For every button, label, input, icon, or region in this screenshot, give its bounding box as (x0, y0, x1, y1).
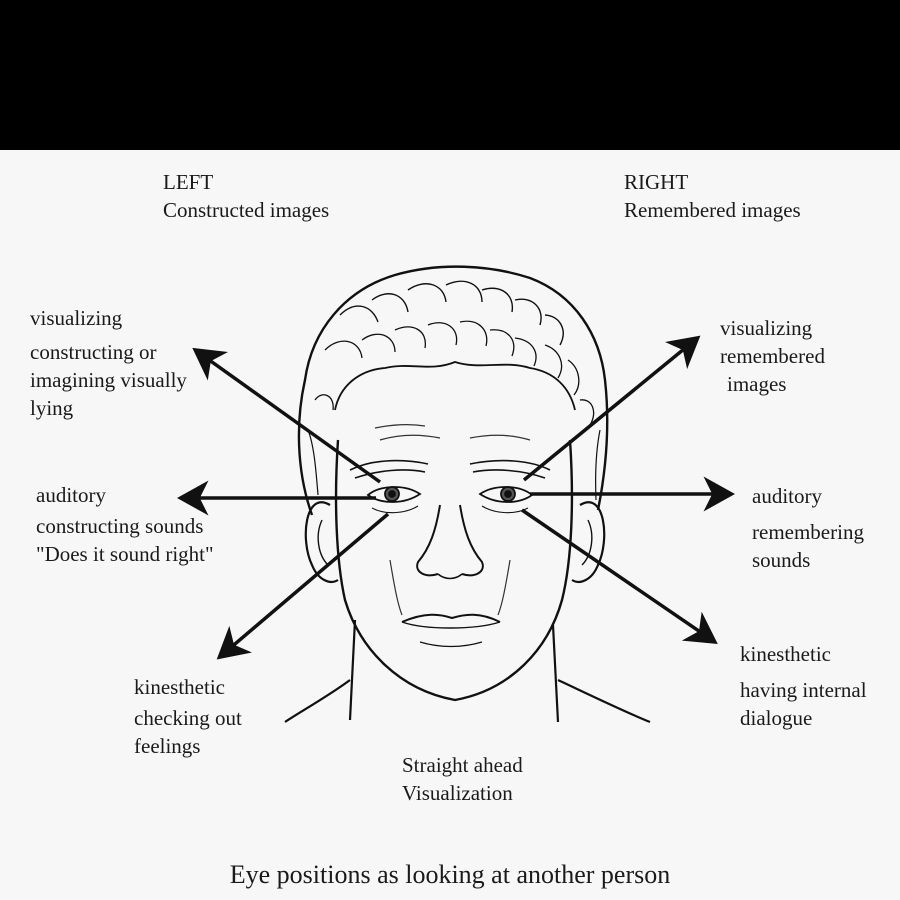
arrow-left-down (216, 512, 390, 660)
arrow-left-up (192, 347, 382, 484)
neck-shoulders (284, 619, 651, 724)
forehead-lines (374, 424, 531, 441)
label-line: auditory (752, 484, 822, 508)
label-line: feelings (134, 734, 201, 758)
label-line: constructing sounds (36, 514, 204, 538)
header-left-title: LEFT (163, 170, 214, 194)
header-left: LEFT Constructed images (163, 168, 329, 224)
left-kinesthetic-label: kinesthetic (134, 673, 225, 701)
label-line: remembering (752, 520, 864, 544)
label-line: sounds (752, 548, 811, 572)
label-line: Visualization (402, 781, 513, 805)
arrow-right-down (521, 508, 718, 644)
label-line: remembered (720, 344, 825, 368)
label-line: Straight ahead (402, 753, 523, 777)
label-line: images (727, 372, 787, 396)
mouth (401, 613, 501, 648)
label-line: kinesthetic (740, 642, 831, 666)
left-kinesthetic-desc: checking out feelings (134, 704, 242, 760)
arrow-right-up (522, 335, 701, 482)
cheek-lines (389, 559, 511, 616)
label-line: lying (30, 396, 74, 420)
right-kinesthetic-label: kinesthetic (740, 640, 831, 668)
right-kinesthetic-desc: having internal dialogue (740, 676, 867, 732)
nose (416, 504, 484, 580)
eyebrows (349, 459, 551, 479)
ears (304, 501, 606, 583)
label-line: having internal (740, 678, 867, 702)
right-auditory-desc: remembering sounds (752, 518, 864, 574)
center-label: Straight ahead Visualization (402, 751, 523, 807)
left-auditory-desc: constructing sounds "Does it sound right… (36, 512, 214, 568)
header-right: RIGHT Remembered images (624, 168, 801, 224)
label-line: checking out (134, 706, 242, 730)
right-eye (478, 486, 534, 514)
right-auditory-label: auditory (752, 482, 822, 510)
arrows (177, 335, 735, 660)
header-right-title: RIGHT (624, 170, 689, 194)
left-eye (366, 486, 422, 514)
label-line: kinesthetic (134, 675, 225, 699)
label-line: "Does it sound right" (36, 542, 214, 566)
face-outline (334, 439, 574, 702)
label-line: dialogue (740, 706, 813, 730)
header-left-subtitle: Constructed images (163, 198, 330, 222)
black-top-bar (0, 0, 900, 150)
left-auditory-label: auditory (36, 481, 106, 509)
label-line: visualizing (30, 306, 123, 330)
right-visual-label: visualizing remembered images (720, 314, 825, 398)
label-line: visualizing (720, 316, 813, 340)
label-line: constructing or (30, 340, 157, 364)
hair (297, 265, 609, 516)
left-visual-label: visualizing (30, 304, 122, 332)
label-line: imagining visually (30, 368, 187, 392)
diagram-caption: Eye positions as looking at another pers… (229, 860, 671, 889)
label-line: auditory (36, 483, 106, 507)
header-right-subtitle: Remembered images (624, 198, 801, 222)
left-visual-desc: constructing or imagining visually lying (30, 338, 187, 422)
